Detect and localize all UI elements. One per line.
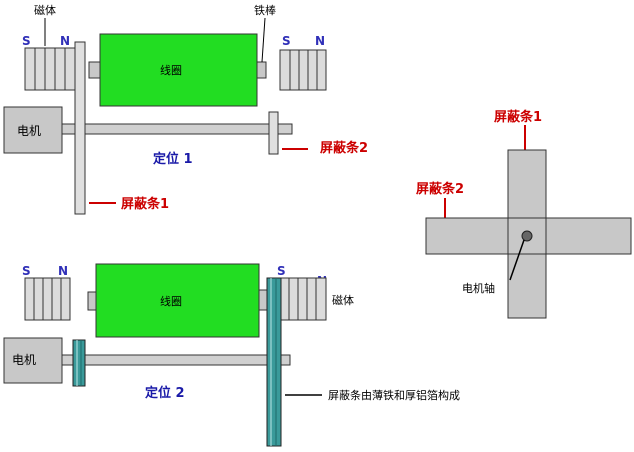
coil-bottom: [95, 263, 260, 338]
assembly-position-2: S N 线圈 S N 磁体 电机: [3, 263, 460, 447]
cross-shield1-label: 屏蔽条1: [494, 109, 542, 125]
magnet-right-bottom: [279, 277, 327, 321]
shield-bar-thick-right-bottom: [266, 277, 282, 447]
coil-top: [99, 33, 258, 107]
assembly-position-1: S N 磁体 线圈 铁棒 S N: [3, 3, 368, 215]
pole-s-right-top: S: [282, 34, 291, 48]
iron-rod-left-top: [88, 61, 102, 79]
magnet-right-top: [279, 49, 327, 91]
cross-shield2-label: 屏蔽条2: [416, 181, 464, 197]
pole-n-right-top: N: [315, 34, 325, 48]
motor-label-bottom: 电机: [12, 353, 36, 367]
position-2-label: 定位 2: [144, 385, 185, 401]
iron-rod-leader: [261, 17, 266, 63]
shield-bar-1-top: [74, 41, 86, 215]
cross-section-view: 屏蔽条1 屏蔽条2 电机轴: [416, 109, 632, 319]
shield1-label-top: 屏蔽条1: [121, 196, 169, 212]
magnet-label-bottom: 磁体: [332, 293, 354, 307]
note-label: 屏蔽条由薄铁和厚铝箔构成: [328, 388, 460, 402]
position-1-label: 定位 1: [152, 151, 193, 167]
magnet-left-bottom: [24, 277, 71, 321]
iron-rod-label: 铁棒: [254, 3, 276, 17]
axis-leader: [509, 239, 525, 281]
motor-top: [3, 106, 63, 154]
shaft-top: [61, 123, 293, 135]
motor-axis-dot: [521, 230, 533, 242]
shaft-bottom: [61, 354, 291, 366]
axis-label: 电机轴: [462, 281, 495, 295]
shield-bar-2-top: [268, 111, 279, 155]
pole-s-left-bottom: S: [22, 264, 31, 278]
shield-bar-thick-left-bottom: [72, 339, 86, 387]
magnet-left-top: [24, 47, 76, 91]
magnet-label-top: 磁体: [34, 3, 56, 17]
pole-s-left-top: S: [22, 34, 31, 48]
pole-n-left-top: N: [60, 34, 70, 48]
pole-n-left-bottom: N: [58, 264, 68, 278]
coil-label-top: 线圈: [160, 63, 182, 77]
motor-label-top: 电机: [17, 124, 41, 138]
pole-s-right-bottom: S: [277, 264, 286, 278]
coil-label-bottom: 线圈: [160, 294, 182, 308]
shield2-label-top: 屏蔽条2: [320, 140, 368, 156]
